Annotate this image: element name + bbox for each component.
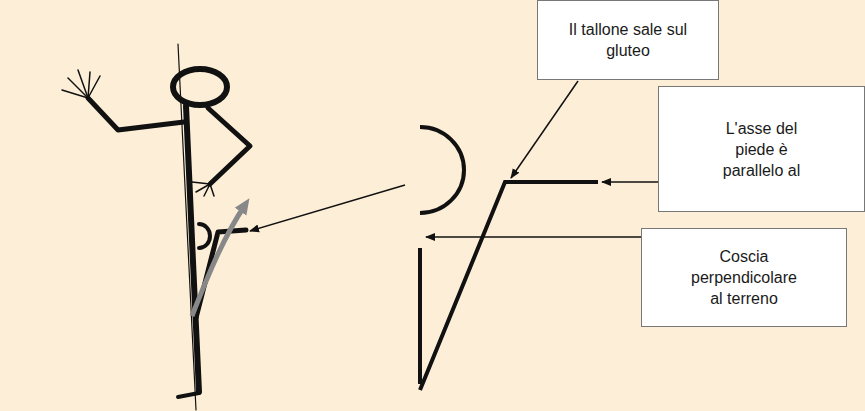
leg-schematic xyxy=(420,127,598,390)
callout-box: Il tallone sale sul gluteo xyxy=(537,0,719,80)
callout-text: Il tallone sale sul gluteo xyxy=(566,19,691,61)
callout-text: Coscia perpendicolare al terreno xyxy=(686,246,802,309)
callout-box: L'asse del piede è parallelo al xyxy=(658,86,865,212)
zoom-leader xyxy=(250,185,405,231)
stick-figure xyxy=(62,44,250,410)
callout-box: Coscia perpendicolare al terreno xyxy=(641,228,847,327)
motion-arrow xyxy=(192,205,245,316)
callout-leaders xyxy=(426,81,658,237)
callout-text: L'asse del piede è parallelo al xyxy=(714,118,810,181)
